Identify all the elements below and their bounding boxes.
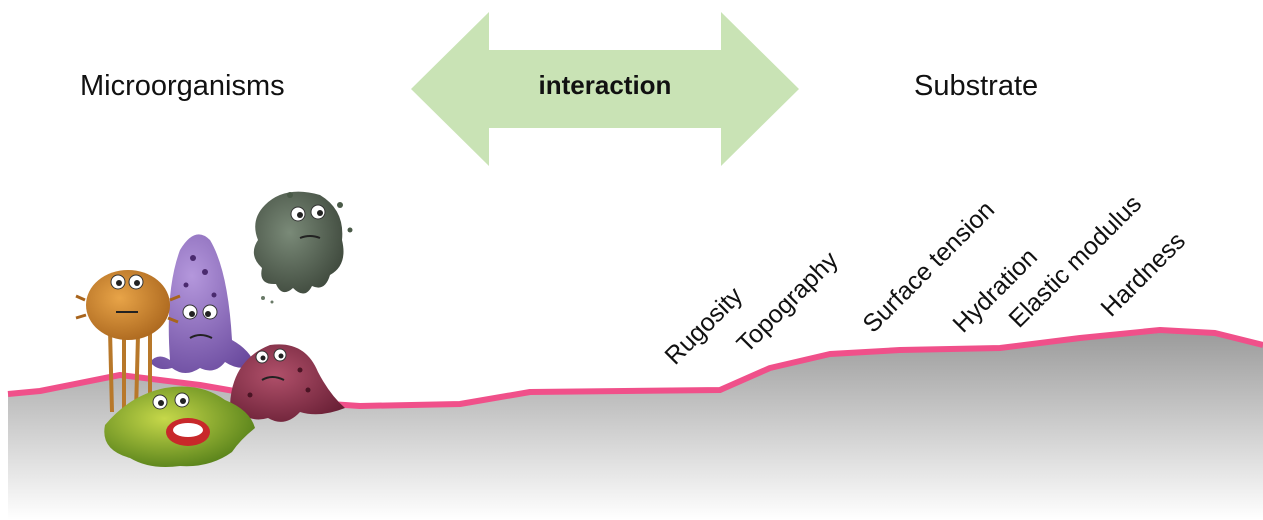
substrate-label: Substrate bbox=[914, 70, 1039, 102]
purple-microbe-icon bbox=[150, 234, 255, 373]
interaction-label: interaction bbox=[538, 70, 672, 100]
green-microbe-icon bbox=[104, 386, 256, 467]
surface-line bbox=[7, 327, 1263, 409]
orange-microbe-icon bbox=[75, 270, 181, 414]
microorganisms-label: Microorganisms bbox=[80, 70, 285, 102]
interaction-double-arrow bbox=[411, 12, 799, 166]
substrate-body bbox=[8, 330, 1263, 520]
maroon-microbe-icon bbox=[230, 344, 345, 422]
grey-microbe-icon bbox=[253, 191, 353, 304]
